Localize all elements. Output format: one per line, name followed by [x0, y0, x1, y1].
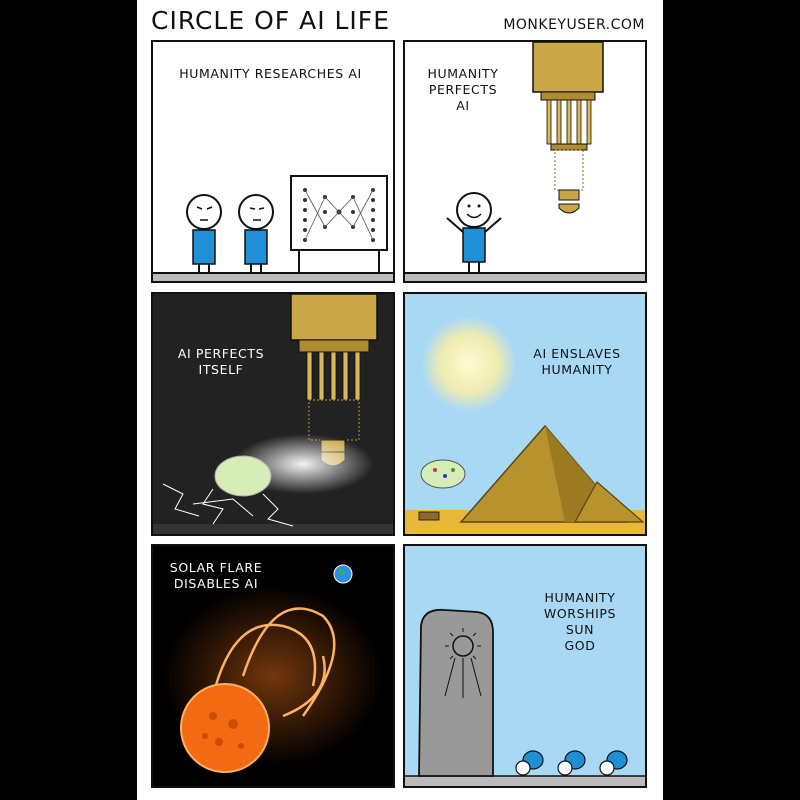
- panel-solar-flare: SOLAR FLARE DISABLES AI: [151, 544, 395, 788]
- site-url: MONKEYUSER.COM: [503, 17, 645, 33]
- pyramid-small: [573, 481, 645, 523]
- panel-ai-enslaves: AI ENSLAVES HUMANITY: [403, 292, 647, 536]
- worshippers: [515, 750, 628, 776]
- person-2: [238, 194, 274, 273]
- panel-4-caption: AI ENSLAVES HUMANITY: [533, 346, 621, 377]
- comic-title: CIRCLE OF AI LIFE: [151, 6, 390, 35]
- panel-humanity-perfects: HUMANITY PERFECTS AI: [403, 40, 647, 283]
- neural-network-board: [290, 175, 388, 273]
- sun-icon: [180, 683, 270, 773]
- panel-2-art: [405, 42, 645, 281]
- panel-3-caption: AI PERFECTS ITSELF: [177, 346, 265, 377]
- green-brain: [214, 455, 272, 497]
- panel-4-art: [405, 316, 645, 534]
- person-1: [186, 194, 222, 273]
- panel-5-caption: SOLAR FLARE DISABLES AI: [169, 560, 263, 591]
- panel-sun-god: HUMANITY WORSHIPS SUN GOD: [403, 544, 647, 788]
- happy-person: [446, 192, 502, 273]
- panel-5-art: [163, 564, 383, 773]
- sun-engraving-icon: [452, 635, 474, 657]
- solar-flare-loops: [211, 607, 336, 718]
- panel-3-art: [153, 294, 393, 534]
- lightning: [162, 483, 294, 527]
- quantum-computer: [532, 42, 604, 214]
- panel-humanity-researches: HUMANITY RESEARCHES AI: [151, 40, 395, 283]
- sun: [421, 316, 517, 412]
- panel-1-caption: HUMANITY RESEARCHES AI: [179, 66, 362, 81]
- stone-monolith: [418, 608, 494, 777]
- panel-ai-perfects-itself: AI PERFECTS ITSELF: [151, 292, 395, 536]
- panel-6-caption: HUMANITY WORSHIPS SUN GOD: [543, 590, 617, 653]
- panel-2-caption: HUMANITY PERFECTS AI: [427, 66, 499, 113]
- panel-6-art: [405, 608, 645, 786]
- earth-icon: [333, 564, 353, 584]
- ai-cloud: [420, 459, 466, 489]
- comic-page: CIRCLE OF AI LIFE MONKEYUSER.COM: [137, 0, 663, 800]
- panel-1-art: [153, 175, 393, 281]
